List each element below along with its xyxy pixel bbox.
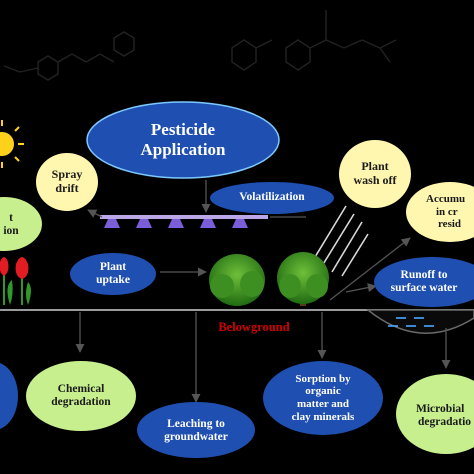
- sorption-label: Sorption by organic matter and clay mine…: [270, 366, 376, 430]
- belowground-label: Belowground: [196, 318, 312, 336]
- plant-wash-off-line1: Plant: [361, 159, 389, 174]
- volatilization-node: [210, 182, 334, 214]
- plant-wash-off-line2: wash off: [353, 173, 397, 187]
- microbial-degradation-line1: Microbial: [416, 402, 465, 415]
- spray-drift-label: Spray drift: [38, 160, 96, 204]
- chemical-degradation-line2: degradation: [51, 396, 111, 408]
- microbial-degradation-node: [396, 374, 474, 454]
- runoff-line1: Runoff to: [400, 268, 448, 281]
- runoff-label: Runoff to surface water: [374, 264, 474, 300]
- plant-uptake-label: Plant uptake: [80, 256, 146, 292]
- plant-uptake-line1: Plant: [99, 260, 127, 273]
- chemical-degradation-label: Chemical degradation: [34, 376, 128, 416]
- spray-drift-line1: Spray: [51, 167, 83, 182]
- left-green-node: [0, 197, 42, 251]
- leaching-line2: groundwater: [164, 431, 228, 443]
- sun-icon: [0, 120, 24, 168]
- belowground-arrows: [75, 312, 451, 403]
- microbial-degradation-line2: degradatio: [418, 416, 472, 428]
- sorption-line4: clay minerals: [291, 410, 355, 423]
- sprayer-boom: [100, 215, 268, 228]
- chemical-structure-right: [231, 10, 397, 71]
- tulip-flowers-icon: [0, 257, 31, 305]
- title-line1: Pesticide: [150, 120, 216, 140]
- spray-drift-node: [36, 153, 98, 211]
- accumulation-line2: in cr: [436, 205, 458, 218]
- belowground-text: Belowground: [218, 319, 290, 334]
- chemical-structure-left: [3, 31, 135, 81]
- sorption-line1: Sorption by: [295, 372, 351, 385]
- rain-lines: [311, 205, 369, 277]
- plant-uptake-line2: uptake: [96, 274, 130, 286]
- volatilization-text: Volatilization: [239, 191, 305, 204]
- title-line2: Application: [140, 140, 226, 159]
- pesticide-application-label: Pesticide Application: [100, 112, 266, 168]
- water-body: [365, 309, 474, 334]
- accumulation-label: Accumu in cr resid: [426, 188, 474, 236]
- chemical-degradation-node: [26, 361, 136, 431]
- left-blue-node: [0, 363, 18, 429]
- runoff-node: [374, 257, 474, 307]
- leaching-label: Leaching to groundwater: [146, 412, 246, 450]
- sorption-node: [263, 361, 383, 435]
- pesticide-application-node: [86, 101, 280, 179]
- spray-drift-line2: drift: [55, 181, 79, 195]
- sorption-line3: matter and: [296, 398, 350, 410]
- volatilization-label: Volatilization: [212, 188, 332, 208]
- leaching-line1: Leaching to: [167, 417, 225, 430]
- runoff-line2: surface water: [390, 282, 458, 294]
- sorption-line2: organic: [305, 385, 341, 398]
- plant-uptake-node: [70, 253, 156, 295]
- tree-right-icon: [277, 252, 329, 306]
- plant-wash-off-label: Plant wash off: [342, 152, 408, 196]
- leaching-node: [137, 402, 255, 458]
- accumulation-node: [406, 182, 474, 242]
- plant-wash-off-node: [339, 140, 411, 208]
- accumulation-line3: resid: [438, 218, 462, 231]
- left-green-line1: t: [9, 211, 13, 224]
- left-green-line2: ion: [3, 225, 19, 237]
- tree-left-icon: [209, 254, 265, 306]
- accumulation-line1: Accumu: [426, 193, 466, 206]
- left-green-label: t ion: [0, 206, 22, 244]
- chemical-degradation-line1: Chemical: [57, 382, 105, 395]
- microbial-degradation-label: Microbial degradatio: [412, 396, 474, 436]
